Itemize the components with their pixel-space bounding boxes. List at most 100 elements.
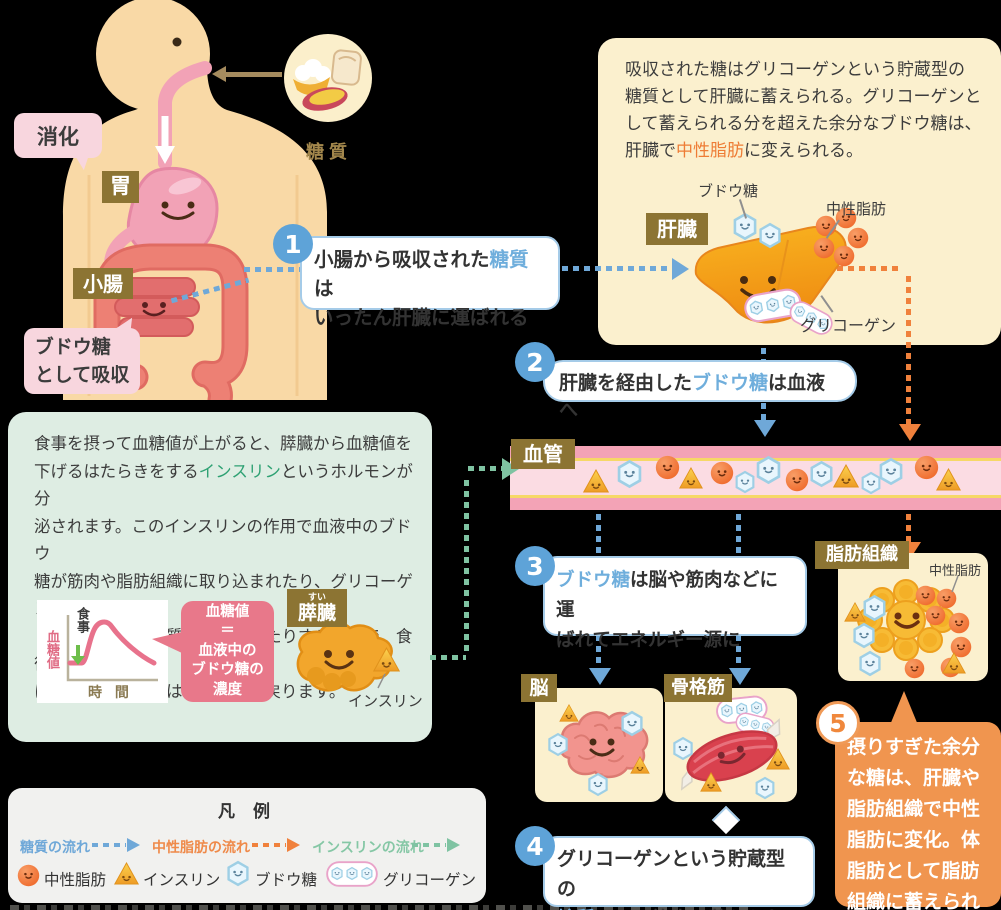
glucose-icon <box>616 459 643 489</box>
legend-fat-flow-label: 中性脂肪の流れ <box>152 840 250 856</box>
bread-icon <box>330 49 362 86</box>
insulin-icon <box>679 467 703 489</box>
sugar-flow-step1-to-liver <box>562 266 672 271</box>
fat-icon <box>936 588 957 609</box>
step3-badge: 3 <box>515 546 555 586</box>
fat-particle-callout: 中性脂肪 <box>929 564 982 579</box>
graph-meal-label: 食事 <box>74 607 89 633</box>
pancreas-label: すい 膵臓 <box>287 589 347 627</box>
glycogen-icon <box>326 861 378 887</box>
fat-flow-vessel-arrowhead <box>899 424 921 441</box>
legend-title: 凡 例 <box>218 802 276 822</box>
glucose-icon <box>858 650 882 677</box>
muscle-illustration <box>672 692 790 800</box>
glucose-absorption-bubble: ブドウ糖 として吸収 <box>24 328 140 394</box>
sugar-flow-brain-arrowhead <box>589 668 611 685</box>
glucose-icon <box>734 470 756 494</box>
step2-box: 肝臓を経由したブドウ糖は血液へ <box>543 360 857 421</box>
fat-icon <box>655 455 680 480</box>
sugar-flow-intestine-to-step1 <box>244 267 302 272</box>
step4-bubble-tail <box>711 805 741 835</box>
legend-sugar-flow-arrowhead <box>127 838 140 852</box>
fat-icon <box>833 245 855 267</box>
swallow-arrow <box>155 116 175 164</box>
glucose-icon <box>672 736 694 761</box>
glucose-icon <box>809 460 834 488</box>
small-intestine-label: 小腸 <box>73 268 133 299</box>
legend-panel <box>8 788 486 903</box>
insulin-icon <box>583 469 609 493</box>
glucose-icon <box>878 457 904 486</box>
meal-arrowhead <box>71 656 85 665</box>
legend-insulin-label: インスリン <box>143 871 221 889</box>
glucose-graph-panel <box>37 600 168 703</box>
insulin-flow-pancreas-horizontal <box>430 655 466 660</box>
graph-axes <box>66 615 158 682</box>
insulin-flow-vertical <box>464 480 469 656</box>
fat-flow-liver-horizontal <box>837 266 899 271</box>
step5-bubble-tail <box>890 691 918 725</box>
sugar-flow-muscle-arrowhead <box>729 668 751 685</box>
legend-fat-flow-dashes <box>252 843 286 847</box>
legend-insulin-flow-arrowhead <box>447 838 460 852</box>
liver-label: 肝臓 <box>646 213 708 245</box>
food-label: 糖質 <box>306 142 352 163</box>
fat-icon <box>710 461 734 485</box>
legend-glycogen-label: グリコーゲン <box>383 871 477 889</box>
insulin-callout-label: インスリン <box>348 692 423 710</box>
brain-illustration <box>547 704 650 797</box>
fat-icon <box>813 237 835 259</box>
sugar-flow-liver-arrowhead <box>672 258 689 280</box>
blood-vessel-label: 血管 <box>511 439 575 469</box>
legend-sugar-flow-label: 糖質の流れ <box>20 840 90 856</box>
meal-arrow-stem <box>76 645 80 656</box>
fat-callout-label: 中性脂肪 <box>826 200 887 218</box>
cropped-text-strip <box>10 905 748 910</box>
graph-xlabel: 時 間 <box>88 685 133 701</box>
step1-badge: 1 <box>273 224 313 264</box>
carbohydrate-food-icon <box>284 34 372 122</box>
definition-wedge <box>152 632 182 653</box>
step3-box: ブドウ糖は脳や筋肉などに運 ばれてエネルギー源に <box>543 556 807 651</box>
fat-icon <box>17 864 40 887</box>
food-to-mouth-arrowhead <box>212 66 226 82</box>
step1-box: 小腸から吸収された糖質は いったん肝臓に運ばれる <box>300 236 560 329</box>
step5-box: 摂りすぎた余分な糖は、肝臓や脂肪組織で中性脂肪に変化。体脂肪として脂肪組織に蓄え… <box>835 722 1001 910</box>
legend-insulin-flow-label: インスリンの流れ <box>312 840 424 856</box>
fat-flow-liver-to-vessel <box>906 276 911 424</box>
liver-info-text: 吸収された糖はグリコーゲンという貯蔵型の 糖質として肝臓に蓄えられる。グリコーゲ… <box>625 60 982 161</box>
body-illustration <box>63 0 327 400</box>
fat-tissue-illustration <box>844 575 972 679</box>
insulin-flow-top-horizontal <box>468 466 502 471</box>
fat-icon <box>925 605 946 626</box>
insulin-icon <box>833 464 859 488</box>
sugar-flow-vessel-arrowhead <box>754 420 776 437</box>
food-to-mouth-arrow-line <box>226 72 282 77</box>
legend-glucose-label: ブドウ糖 <box>255 871 318 889</box>
legend-sugar-flow-dashes <box>92 843 126 847</box>
legend-insulin-flow-dashes <box>412 843 446 847</box>
muscle-spindle <box>680 718 781 791</box>
liver-illustration <box>694 207 869 340</box>
pancreas-label-text: 膵臓 <box>297 601 336 624</box>
pancreas-furigana: すい <box>307 592 326 603</box>
insulin-icon <box>114 862 139 885</box>
insulin-icon <box>936 468 961 491</box>
fat-icon <box>915 585 936 606</box>
glucose-definition-box: 血糖値 ＝ 血液中の ブドウ糖の 濃度 <box>181 601 274 702</box>
step4-badge: 4 <box>515 826 555 866</box>
glucose-callout-label: ブドウ糖 <box>698 182 759 200</box>
legend-fat-flow-arrowhead <box>287 838 300 852</box>
brain-label: 脳 <box>521 674 557 702</box>
fat-icon <box>948 612 970 634</box>
sweet-potato-icon <box>302 87 348 111</box>
glucose-graph <box>66 615 158 682</box>
glucose-icon <box>226 860 250 887</box>
stomach-label: 胃 <box>102 171 139 203</box>
fat-icon <box>904 658 925 679</box>
fat-icon <box>785 468 809 492</box>
glucose-curve <box>67 619 157 666</box>
glucose-icon <box>754 776 776 800</box>
skeletal-muscle-label: 骨格筋 <box>664 674 732 702</box>
